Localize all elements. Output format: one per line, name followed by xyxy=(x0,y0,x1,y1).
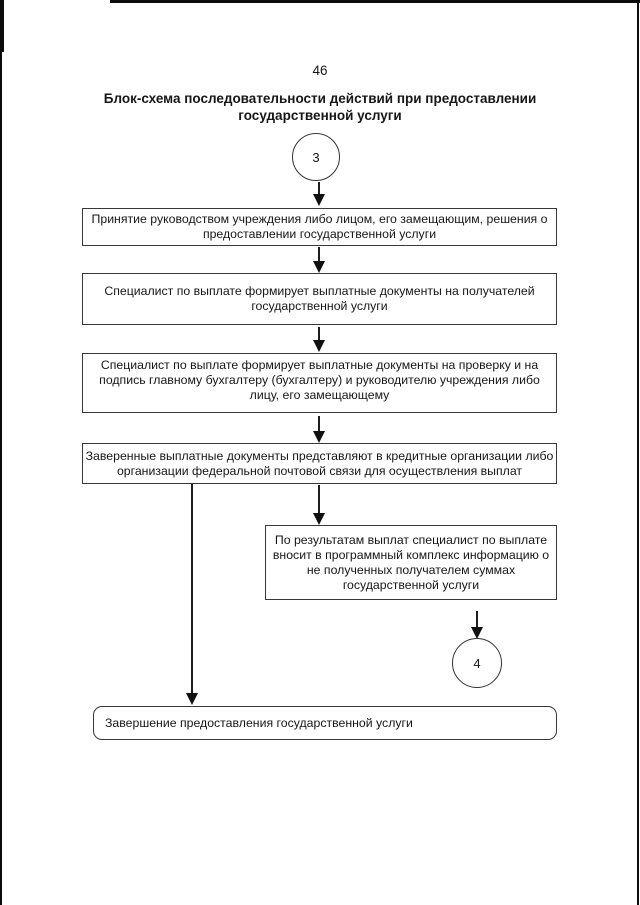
process-box-1-line-1: Принятие руководством учреждения либо ли… xyxy=(91,212,548,226)
process-box-1-line-2: предоставлении государственной услуги xyxy=(202,227,437,241)
arrow-shaft xyxy=(318,416,320,432)
arrowhead-down-icon xyxy=(471,627,483,639)
page-number: 46 xyxy=(312,63,328,78)
flow-arrow-5 xyxy=(312,485,326,525)
process-box-3-line-1: Специалист по выплате формирует выплатны… xyxy=(100,358,539,372)
connector-circle-start-label: 3 xyxy=(312,149,320,165)
page-border-left-top-segment xyxy=(0,0,4,52)
connector-circle-start: 3 xyxy=(292,133,340,181)
connector-circle-end: 4 xyxy=(452,638,502,688)
flow-arrow-to-end-box xyxy=(185,484,199,705)
arrow-shaft xyxy=(318,247,320,262)
process-box-4: Заверенные выплатные документы представл… xyxy=(82,443,557,484)
page-border-top xyxy=(110,0,640,3)
flow-arrow-3 xyxy=(312,327,326,352)
process-box-3-line-3: лицу, его замещающему xyxy=(249,388,390,402)
arrowhead-down-icon xyxy=(186,693,198,705)
flow-arrow-2 xyxy=(312,247,326,273)
arrow-shaft xyxy=(318,327,320,341)
terminator-box-label: Завершение предоставления государственно… xyxy=(105,716,413,730)
process-box-5-line-2: вносит в программный комплекс информацию… xyxy=(272,547,550,562)
process-box-4-line-2: организации федеральной почтовой связи д… xyxy=(116,463,523,478)
flow-arrow-6 xyxy=(470,611,484,639)
process-box-2-line-1: Специалист по выплате формирует выплатны… xyxy=(104,284,535,298)
process-box-2: Специалист по выплате формирует выплатны… xyxy=(82,273,557,325)
arrowhead-down-icon xyxy=(313,340,325,352)
arrow-shaft xyxy=(191,484,193,694)
process-box-5: По результатам выплат специалист по выпл… xyxy=(265,525,557,600)
arrow-shaft xyxy=(318,182,320,195)
process-box-5-line-1: По результатам выплат специалист по выпл… xyxy=(274,532,548,547)
arrowhead-down-icon xyxy=(313,431,325,443)
flow-arrow-1 xyxy=(312,182,326,206)
connector-circle-end-label: 4 xyxy=(473,655,481,671)
process-box-3: Специалист по выплате формирует выплатны… xyxy=(82,353,557,413)
diagram-title-line-1: Блок-схема последовательности действий п… xyxy=(103,91,537,106)
page-border-left xyxy=(0,0,2,905)
arrow-shaft xyxy=(318,485,320,514)
arrow-shaft xyxy=(476,611,478,628)
process-box-3-line-2: подпись главному бухгалтеру (бухгалтеру)… xyxy=(99,373,540,387)
arrowhead-down-icon xyxy=(313,513,325,525)
arrowhead-down-icon xyxy=(313,194,325,206)
arrowhead-down-icon xyxy=(313,261,325,273)
process-box-2-line-2: государственной услуги xyxy=(251,299,388,313)
diagram-title: Блок-схема последовательности действий п… xyxy=(0,90,640,124)
flow-arrow-4 xyxy=(312,416,326,443)
process-box-5-line-4: государственной услуги xyxy=(342,577,480,592)
process-box-5-line-3: не полученных получателем суммах xyxy=(306,562,516,577)
process-box-4-line-1: Заверенные выплатные документы представл… xyxy=(85,448,554,463)
diagram-title-line-2: государственной услуги xyxy=(238,108,402,123)
process-box-1: Принятие руководством учреждения либо ли… xyxy=(82,208,557,246)
terminator-box: Завершение предоставления государственно… xyxy=(93,706,557,740)
page-border-right xyxy=(637,0,639,905)
